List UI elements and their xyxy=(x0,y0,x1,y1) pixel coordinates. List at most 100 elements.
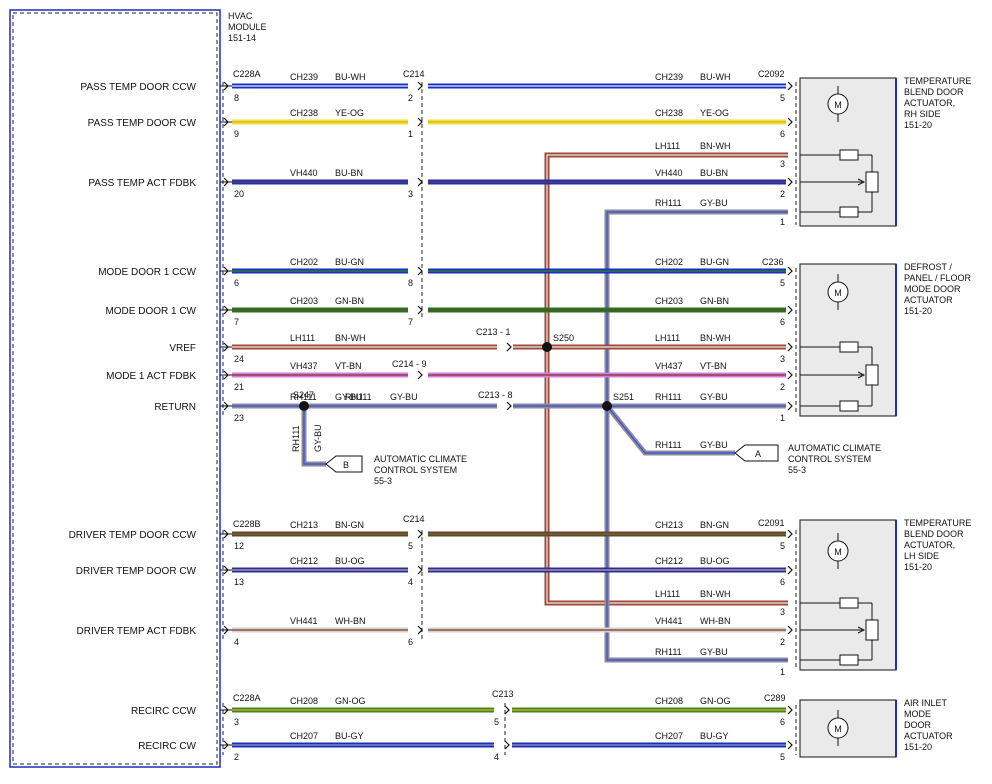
motor-symbol-recirc: M xyxy=(834,724,842,734)
c213-8-label: C213 - 8 xyxy=(478,390,513,400)
circuit-left-lh111a: LH111 xyxy=(290,333,315,343)
colorcode-left-lh111a: BN-WH xyxy=(335,333,366,343)
colorcode-left-rh111a: GY-BU xyxy=(335,392,363,402)
c213-bottom-label: C213 xyxy=(492,689,514,699)
circuit-right-rh111a: RH111 xyxy=(655,392,682,402)
inline-arrow-ch213 xyxy=(417,529,423,539)
splice-s250 xyxy=(542,342,552,352)
colorcode-left-vh440: BU-BN xyxy=(335,168,363,178)
circuit-right-ch203: CH203 xyxy=(655,296,683,306)
hvac-module-label-1: HVAC xyxy=(228,11,253,21)
actuator-pin-arrow-ch239 xyxy=(787,81,793,91)
actuator-box-mode xyxy=(799,263,897,417)
actuator-label-temp_rh-2: ACTUATOR, xyxy=(904,98,955,108)
module-pin-vref: 24 xyxy=(234,354,244,364)
actuator-label-recirc-3: ACTUATOR xyxy=(904,731,953,741)
inline-arrow-lh111a xyxy=(506,342,512,352)
inline-pin-ch207: 4 xyxy=(494,752,499,762)
actuator-pin-vh437: 2 xyxy=(780,382,785,392)
inline-arrow-ch239 xyxy=(417,81,423,91)
lh111-lh-circuit: LH111 xyxy=(655,589,680,599)
offpage-b-line-3: 55-3 xyxy=(374,476,392,486)
lh111-rh-pin: 3 xyxy=(780,159,785,169)
actuator-label-temp_lh-4: 151-20 xyxy=(904,562,932,572)
module-pin-drv_cw: 13 xyxy=(234,577,244,587)
inline-arrow-ch212 xyxy=(417,565,423,575)
module-pin-drv_fdbk: 4 xyxy=(234,637,239,647)
actuator-pin-arrow-vh437 xyxy=(787,370,793,380)
lh111-lh-code: BN-WH xyxy=(700,589,731,599)
actuator-pin-arrow-ch203 xyxy=(787,305,793,315)
motor-symbol-temp_lh: M xyxy=(834,547,842,557)
module-pin-mode_ccw: 6 xyxy=(234,278,239,288)
colorcode-right-ch207: BU-GY xyxy=(700,731,729,741)
colorcode-left-vh437: VT-BN xyxy=(335,361,362,371)
colorcode-right-ch213: BN-GN xyxy=(700,520,729,530)
splice-s251 xyxy=(602,401,612,411)
colorcode-left-ch212: BU-OG xyxy=(335,556,365,566)
signal-label-pass_cw: PASS TEMP DOOR CW xyxy=(88,118,197,129)
potentiometer-icon-temp_lh xyxy=(865,619,879,641)
actuator-label-mode-4: 151-20 xyxy=(904,306,932,316)
actuator-pin-ch202: 5 xyxy=(780,278,785,288)
actuator-label-temp_rh-1: BLEND DOOR xyxy=(904,87,964,97)
circuit-left-ch212: CH212 xyxy=(290,556,318,566)
module-pin-pass_cw: 9 xyxy=(234,129,239,139)
rh111-rh-code: GY-BU xyxy=(700,198,728,208)
inline-arrow-vh441 xyxy=(417,625,423,635)
colorcode-right-ch203: GN-BN xyxy=(700,296,729,306)
colorcode-left-ch203: GN-BN xyxy=(335,296,364,306)
rh111-lh-code: GY-BU xyxy=(700,647,728,657)
offpage-b-line-2: CONTROL SYSTEM xyxy=(374,465,457,475)
potentiometer-icon-mode xyxy=(865,364,879,386)
circuit-right-ch239: CH239 xyxy=(655,72,683,82)
colorcode-left-ch207: BU-GY xyxy=(335,731,364,741)
offpage-a-line-2: CONTROL SYSTEM xyxy=(788,454,871,464)
inline-pin-ch238: 1 xyxy=(408,129,413,139)
colorcode-right-ch208: GN-OG xyxy=(700,696,731,706)
circuit-left-vh440: VH440 xyxy=(290,168,318,178)
motor-symbol-mode: M xyxy=(834,288,842,298)
inline-arrow-vh437 xyxy=(417,370,423,380)
module-pin-drv_ccw: 12 xyxy=(234,541,244,551)
circuit-left-ch208: CH208 xyxy=(290,696,318,706)
rh111-b-circuit: RH111 xyxy=(291,425,301,452)
actuator-pin-ch208: 6 xyxy=(780,717,785,727)
rh111-return-code: GY-BU xyxy=(390,392,418,402)
inline-arrow-ch238 xyxy=(417,117,423,127)
actuator-label-recirc-0: AIR INLET xyxy=(904,698,948,708)
actuator-pin-lh111a: 3 xyxy=(780,354,785,364)
circuit-right-lh111a: LH111 xyxy=(655,333,680,343)
splice-s247 xyxy=(299,401,309,411)
c214-top-label: C214 xyxy=(403,69,425,79)
actuator-pin-ch213: 5 xyxy=(780,541,785,551)
splice-s251-label: S251 xyxy=(613,392,634,402)
hvac-module-label-3: 151-14 xyxy=(228,33,256,43)
resistor-icon-temp_rh-0 xyxy=(839,149,859,161)
resistor-icon-temp_lh-1 xyxy=(839,654,859,666)
actuator-pin-arrow-ch208 xyxy=(787,705,793,715)
hvac-module-box xyxy=(9,9,221,768)
rh111-lh-pin: 1 xyxy=(780,667,785,677)
module-pin-mode_fdbk: 21 xyxy=(234,382,244,392)
colorcode-right-rh111a: GY-BU xyxy=(700,392,728,402)
offpage-a-line-3: 55-3 xyxy=(788,465,806,475)
actuator-label-mode-3: ACTUATOR xyxy=(904,295,953,305)
colorcode-right-vh440: BU-BN xyxy=(700,168,728,178)
c228b-label: C228B xyxy=(233,519,261,529)
inline-pin-ch208: 5 xyxy=(494,717,499,727)
actuator-pin-arrow-ch213 xyxy=(787,529,793,539)
signal-label-mode_ccw: MODE DOOR 1 CCW xyxy=(98,267,196,278)
rh111-rh-pin: 1 xyxy=(780,217,785,227)
